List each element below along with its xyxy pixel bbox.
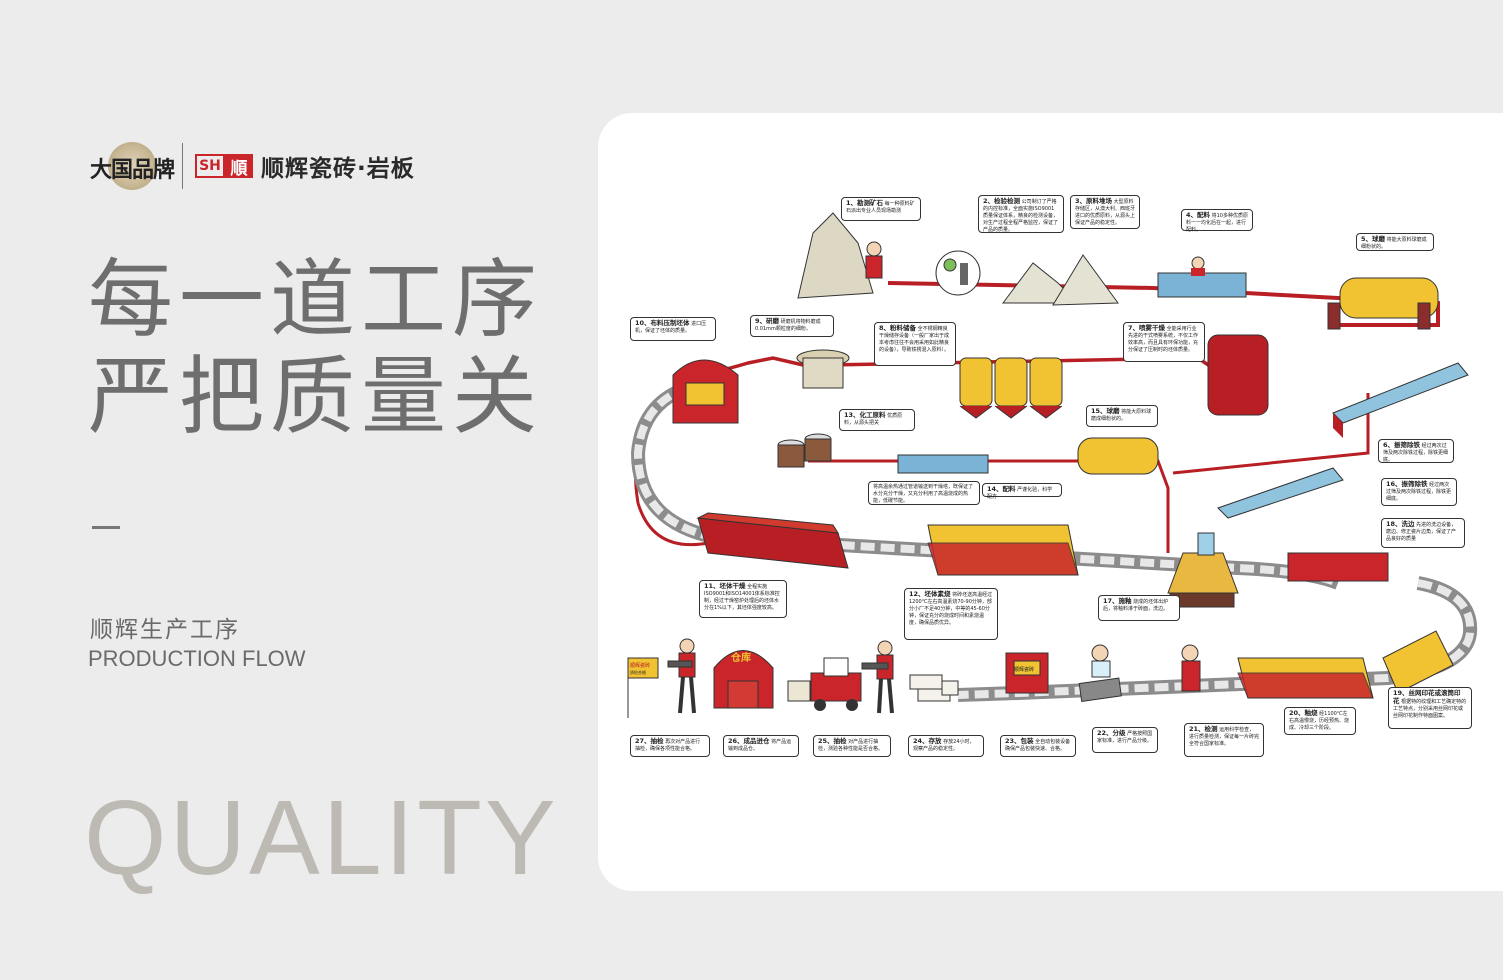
glazing-machine <box>1167 532 1239 608</box>
sh-logo-mark: SH <box>195 154 225 178</box>
step-bubble-24: 24、存放 存放24小时，观察产品的稳定性。 <box>908 735 984 757</box>
batching-table <box>1157 272 1247 298</box>
chemical-barrels <box>777 433 832 468</box>
step-bubble-7: 7、喷雾干燥 全能采用行业先进的干式喷雾系统，不仅工作效率高，而且具有环保功能，… <box>1123 322 1205 362</box>
step-bubble-4: 4、配料 将10多种优质原料一一均化后在一起，进行配料。 <box>1181 209 1253 233</box>
shun-logo-mark: 順 <box>225 154 253 179</box>
step-bubble-21: 21、检测 运用科学检查，进行质量检测，保证每一片砖完全符合国家标准。 <box>1184 723 1264 757</box>
production-flow-diagram: 顺辉瓷砖 顺辉瓷砖 质检合格 仓库 <box>627 212 1478 718</box>
glaze-firing-kiln <box>1237 657 1374 699</box>
step-bubble-5: 5、球磨 将能大原料球磨成细粉状的。 <box>1356 233 1434 251</box>
step-bubble-11: 11、坯体干燥 全程实施ISO9001和ISO14001体系标准控制，经过干燥窑… <box>699 580 787 618</box>
step-bubble-6: 6、振筛除铁 经过两次过筛及两次除铁过程，除铁更细底。 <box>1378 439 1454 463</box>
step-bubble-14: 14、配料 严谨化验，科学配方 <box>982 483 1062 500</box>
batching-workers <box>1191 256 1205 276</box>
grinder-machine <box>796 349 850 389</box>
ball-mill-2 <box>1077 437 1159 475</box>
worker-inspector-right <box>861 640 894 714</box>
production-flow-panel: 顺辉瓷砖 顺辉瓷砖 质检合格 仓库 <box>598 113 1503 891</box>
powder-silos <box>959 357 1063 419</box>
press-machine <box>672 359 739 424</box>
step-bubble-25: 25、抽检 对产品进行抽检，测验各种性能是否合格。 <box>813 735 891 757</box>
brand-header: 大国品牌 SH 順 顺辉瓷砖·岩板 <box>90 138 415 194</box>
vibrating-screens-2 <box>1217 467 1344 519</box>
biscuit-kiln <box>927 524 1079 576</box>
headline-line-2: 严把质量关 <box>88 348 544 447</box>
drying-kiln <box>696 512 849 569</box>
step-bubble-10: 10、布料压制坯体 进口压机，保证了坯体的质量。 <box>630 317 716 341</box>
step-bubble-13: 13、化工原料 优质原料，从源头把关 <box>839 409 915 431</box>
step-bubble-20: 20、釉烧 经1100℃左右高温慢烧，历经预热、烧成、冷却三个阶段。 <box>1284 707 1356 735</box>
worker-miner <box>865 241 883 279</box>
warehouse-building <box>713 650 774 709</box>
step-bubble-15: 15、球磨 将能大原料球磨成细粉状的。 <box>1086 405 1158 427</box>
step-bubble-19: 19、丝网印花或滚筒印花 根据特的纹理和工艺确定特的工艺特点，分别采用丝网印花或… <box>1388 687 1472 729</box>
divider-dash <box>92 526 120 529</box>
ball-mill-1 <box>1339 277 1439 319</box>
sign-board-text: 顺辉瓷砖 <box>1014 666 1034 673</box>
quality-watermark: QUALITY <box>84 779 559 897</box>
step-bubble-1: 1、勘测矿石 每一种原料矿石派出专业人员现场勘测 <box>841 197 921 221</box>
flag-sub-text: 质检合格 <box>630 669 646 675</box>
spray-dryer <box>1207 334 1269 416</box>
step-bubble-2: 2、检验检测 公司制订了严格的内控标准，全面实施ISO9001质量保证体系，精良… <box>978 195 1064 233</box>
step-bubble-9: 9、研磨 研磨机将物料磨成0.01mm颗粒度的细粉。 <box>750 315 834 337</box>
step-bubble-18: 18、洗边 先进的洗边设备，磨边、修正瓷片边角，保证了产品良好的质量 <box>1381 518 1465 548</box>
quality-flag <box>627 657 659 718</box>
glaze-batching-table <box>897 454 989 474</box>
step-bubble-8: 8、粉料储备 全不锈钢精良干燥储存设备（一般厂家出于成本考虑往往不会用采用如此精… <box>874 322 956 366</box>
inspector-magnifier <box>935 250 981 296</box>
subtitle-en: PRODUCTION FLOW <box>88 646 306 671</box>
step-bubble-17: 17、施釉 烧成的坯体出炉后，将釉料淋于砖面，洗边。 <box>1098 595 1180 621</box>
vibrating-screens-1 <box>1332 362 1469 438</box>
inspection-workers <box>1078 644 1201 702</box>
brand-seal-logo: 大国品牌 <box>90 140 175 192</box>
raw-material-pile-2 <box>1052 254 1119 306</box>
ore-rock-mountain <box>797 212 874 299</box>
edge-washing-machine <box>1287 552 1389 582</box>
step-bubble-22: 22、分级 严格按照国家标准，进行产品分级。 <box>1092 727 1158 753</box>
tile-stacks <box>909 674 959 702</box>
subtitle-cn: 顺辉生产工序 <box>90 617 240 643</box>
packaging-machine <box>1005 652 1049 694</box>
step-bubble-16: 16、振筛除铁 经过两次过筛及两次除铁过程，除铁更细底。 <box>1381 478 1457 506</box>
heat-recovery-note: 将高温余热通过管道输送到干燥塔，既保证了水分充分干燥，又充分利用了高温烧成的热能… <box>868 481 980 505</box>
brand-seal-text: 大国品牌 <box>90 157 175 183</box>
step-bubble-23: 23、包装 全自动包装设备确保产品包装快速、合格。 <box>1000 735 1076 757</box>
company-name: 顺辉瓷砖·岩板 <box>261 156 415 182</box>
brand-divider <box>182 143 183 189</box>
warehouse-sign: 仓库 <box>730 651 751 664</box>
raw-material-pile-1 <box>1002 262 1080 304</box>
step-bubble-26: 26、成品进仓 将产品运输到成品仓。 <box>723 735 799 757</box>
step-bubble-12: 12、坯体素烧 将砖坯送高温经过1200℃左右高温素烧70-90分钟，部分小厂不… <box>904 588 998 640</box>
headline-line-1: 每一道工序 <box>88 251 544 350</box>
step-bubble-27: 27、抽检 再次对产品进行抽检，确保各项性能合格。 <box>630 735 710 757</box>
page-headline: 每一道工序 严把质量关 <box>88 252 543 446</box>
forklift <box>787 657 862 711</box>
step-bubble-3: 3、原料堆场 大型原料存储区，从澳大利、西班牙进口的优质原料，从源头上保证产品的… <box>1070 195 1140 229</box>
worker-inspector-left <box>667 638 696 714</box>
flag-text: 顺辉瓷砖 <box>630 662 650 669</box>
printing-machine <box>1382 630 1454 694</box>
